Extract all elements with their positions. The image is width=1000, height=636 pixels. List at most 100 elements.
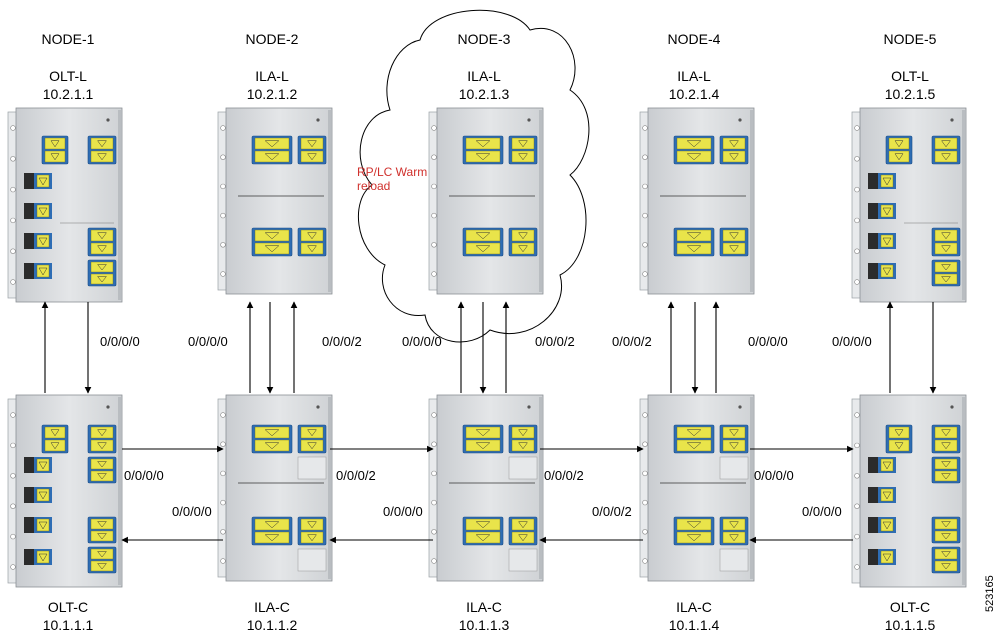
rail-hole <box>220 529 226 535</box>
horizontal-port-label: 0/0/0/0 <box>802 504 842 519</box>
chassis-edge <box>118 397 121 585</box>
warm-reload-cloud <box>358 9 590 343</box>
fiber-port-module <box>722 439 746 452</box>
l-band-port <box>297 456 327 480</box>
rail-hole <box>854 473 860 479</box>
chassis-edge <box>118 110 121 300</box>
port-triangle-mark <box>882 237 892 246</box>
rail-hole <box>642 271 648 277</box>
l-band-port <box>297 548 327 572</box>
screw-icon <box>106 405 110 409</box>
port-triangle-mark <box>38 237 48 246</box>
chassis-edge <box>539 110 542 292</box>
top-device-ip: 10.2.1.4 <box>669 86 720 102</box>
port-triangle-mark <box>894 442 904 450</box>
vertical-port-label: 0/0/0/0 <box>188 334 228 349</box>
port-triangle-mark <box>475 153 491 161</box>
port-triangle-mark <box>518 521 528 529</box>
port-triangle-mark <box>894 153 904 161</box>
port-triangle-mark <box>518 534 528 542</box>
port-triangle-mark <box>307 232 317 240</box>
port-triangle-mark <box>264 245 280 253</box>
top-device-type: ILA-L <box>255 68 289 84</box>
port-triangle-mark <box>50 140 60 148</box>
top-device-ip: 10.2.1.5 <box>885 86 936 102</box>
fiber-port-module <box>254 229 290 242</box>
l-band-port <box>508 548 538 572</box>
fiber-port-module <box>888 426 910 439</box>
fiber-port-module <box>888 439 910 452</box>
horizontal-port-label: 0/0/0/0 <box>754 468 794 483</box>
port-triangle-mark <box>686 140 702 148</box>
rail-hole <box>642 412 648 418</box>
ila-l-chassis <box>639 107 755 295</box>
fiber-port-module <box>676 242 712 255</box>
fiber-port-module <box>90 548 114 560</box>
port-triangle-mark <box>97 533 107 540</box>
vertical-port-label: 0/0/0/2 <box>535 334 575 349</box>
rail-hole <box>10 533 16 540</box>
fiber-port-module <box>300 439 324 452</box>
port-triangle-mark <box>686 521 702 529</box>
rail-hole <box>220 271 226 277</box>
fiber-port-module <box>44 426 66 439</box>
fiber-port-module <box>90 458 114 470</box>
port-triangle-mark <box>941 473 951 480</box>
fiber-port-module <box>90 150 114 163</box>
fiber-port-module <box>254 150 290 163</box>
rail-hole <box>642 441 648 447</box>
rail-hole <box>220 212 226 219</box>
rail-hole <box>854 412 860 418</box>
port-triangle-mark <box>941 442 951 450</box>
rail-hole <box>431 212 437 219</box>
port-triangle-mark <box>941 533 951 540</box>
rail-hole <box>431 529 437 535</box>
port-triangle-mark <box>97 563 107 570</box>
port-triangle-mark <box>475 534 491 542</box>
rail-hole <box>10 248 16 254</box>
top-device-ip: 10.2.1.3 <box>459 86 510 102</box>
port-triangle-mark <box>729 534 739 542</box>
rail-hole <box>854 248 860 254</box>
fiber-port-module <box>511 137 535 150</box>
port-triangle-mark <box>518 153 528 161</box>
port-triangle-mark <box>97 264 107 271</box>
fiber-port-module <box>300 426 324 439</box>
fiber-port-module <box>465 242 501 255</box>
node-name: NODE-4 <box>668 31 721 47</box>
rail-hole <box>642 499 648 506</box>
port-triangle-mark <box>38 461 48 470</box>
port-triangle-mark <box>264 140 280 148</box>
olt-c-chassis <box>7 394 123 588</box>
fiber-port-module <box>934 548 958 560</box>
rail-hole <box>10 279 16 285</box>
rail-hole <box>220 499 226 506</box>
chassis-edge <box>539 397 542 579</box>
screw-icon <box>316 405 320 409</box>
fiber-port-module <box>90 518 114 530</box>
rail-hole <box>854 156 860 162</box>
port-triangle-mark <box>97 153 107 161</box>
rail-hole <box>10 156 16 162</box>
fiber-port-module <box>511 229 535 242</box>
fiber-port-module <box>934 261 958 273</box>
rail-hole <box>431 558 437 564</box>
port-triangle-mark <box>307 521 317 529</box>
port-triangle-mark <box>475 140 491 148</box>
bottom-device-type: ILA-C <box>466 599 502 615</box>
port-triangle-mark <box>307 534 317 542</box>
fiber-port-module <box>465 150 501 163</box>
port-triangle-mark <box>38 207 48 216</box>
fiber-port-module <box>300 150 324 163</box>
rail-hole <box>220 558 226 564</box>
port-triangle-mark <box>686 442 702 450</box>
chassis-edge <box>328 397 331 579</box>
port-triangle-mark <box>475 442 491 450</box>
rail-hole <box>220 412 226 418</box>
fiber-port-module <box>934 560 958 572</box>
rail-hole <box>431 499 437 506</box>
screw-icon <box>106 118 110 122</box>
port-triangle-mark <box>475 232 491 240</box>
fiber-port-module <box>511 426 535 439</box>
port-triangle-mark <box>264 429 280 437</box>
